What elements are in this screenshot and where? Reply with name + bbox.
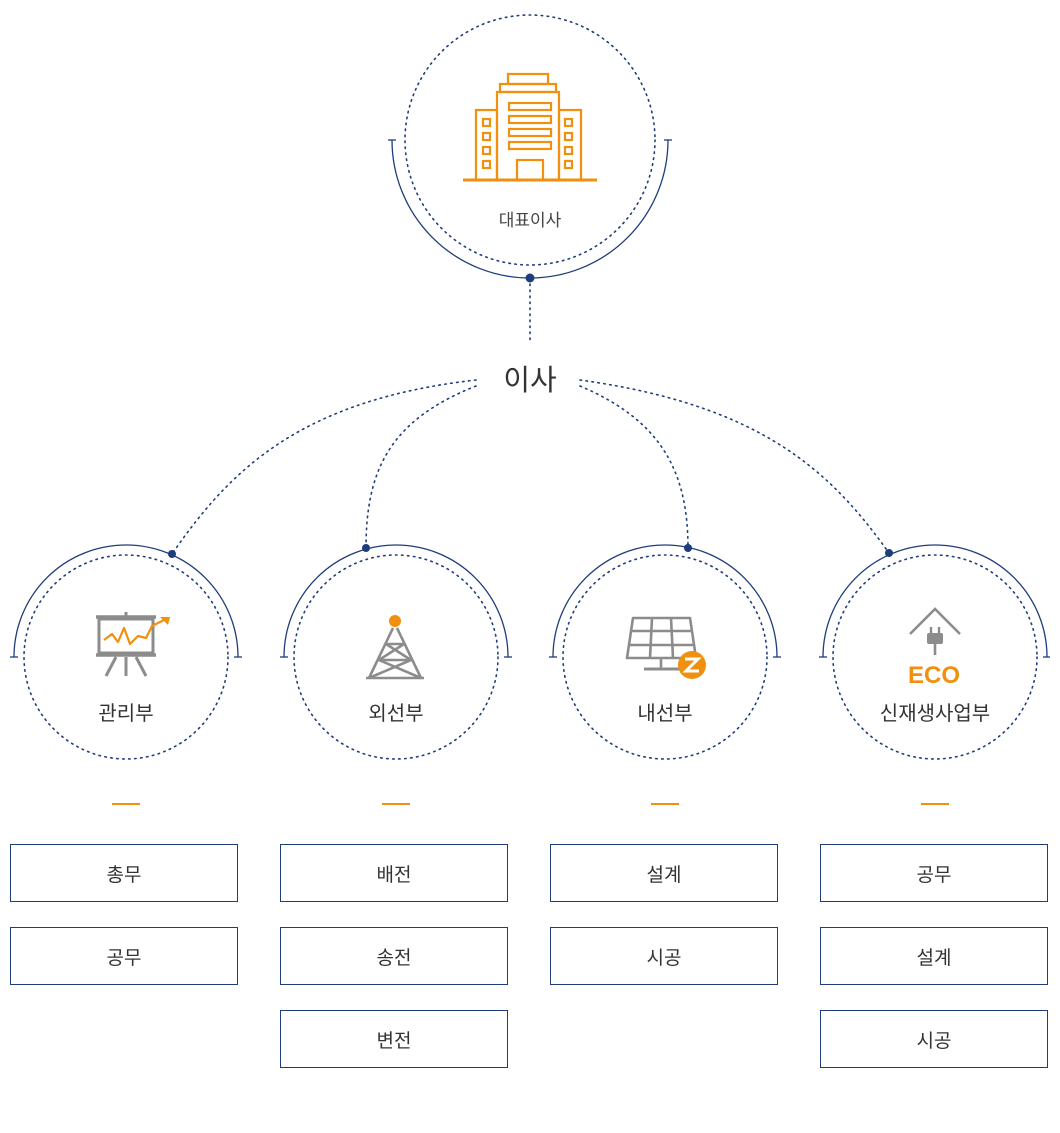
office-building-icon <box>463 72 597 182</box>
board-to-dept-4-line <box>579 379 890 554</box>
solar-panel-icon <box>625 616 706 679</box>
board-to-dept-2-line <box>365 385 477 549</box>
dept-node-1 <box>10 544 242 760</box>
dept-4-accent-dash <box>921 803 949 805</box>
team-box-inner-design[interactable]: 설계 <box>550 844 778 902</box>
board-to-dept-3-line <box>579 385 689 549</box>
team-box-renewable-design[interactable]: 설계 <box>820 927 1048 985</box>
team-box-renewable-public-works[interactable]: 공무 <box>820 844 1048 902</box>
dept-1-dotted-ring <box>23 554 229 760</box>
team-box-management-public-works[interactable]: 공무 <box>10 927 238 985</box>
dept-node-3 <box>549 544 781 760</box>
team-box-renewable-construction[interactable]: 시공 <box>820 1010 1048 1068</box>
team-box-outer-distribution[interactable]: 배전 <box>280 844 508 902</box>
ceo-dotted-ring <box>404 14 656 266</box>
dept-1-accent-dash <box>112 803 140 805</box>
dept-4-connector-dot <box>885 549 893 557</box>
dept-2-dotted-ring <box>293 554 499 760</box>
presentation-chart-icon <box>96 612 170 677</box>
dept-2-accent-dash <box>382 803 410 805</box>
dept-4-dotted-ring <box>832 554 1038 760</box>
ceo-label: 대표이사 <box>498 211 562 231</box>
dept-3-dotted-ring <box>562 554 768 760</box>
dept-3-connector-dot <box>684 544 692 552</box>
ceo-node <box>388 14 672 283</box>
transmission-tower-icon <box>366 615 424 680</box>
team-box-outer-transmission[interactable]: 송전 <box>280 927 508 985</box>
dept-1-connector-dot <box>168 550 176 558</box>
dept-4-label: 신재생사업부 <box>879 701 991 725</box>
eco-text: ECO <box>908 662 960 689</box>
dept-1-label: 관리부 <box>98 701 154 725</box>
dept-1-solid-arc <box>13 544 239 658</box>
org-connectors <box>171 283 890 555</box>
team-box-outer-substation[interactable]: 변전 <box>280 1010 508 1068</box>
eco-plug-icon: ECO <box>908 607 961 689</box>
dept-3-solid-arc <box>552 544 778 658</box>
dept-node-4: ECO <box>819 544 1050 760</box>
dept-2-solid-arc <box>283 544 509 658</box>
dept-node-2 <box>280 544 512 760</box>
team-box-management-general-affairs[interactable]: 총무 <box>10 844 238 902</box>
dept-3-label: 내선부 <box>637 701 693 725</box>
dept-2-connector-dot <box>362 544 370 552</box>
board-to-dept-1-line <box>171 379 477 555</box>
dept-4-solid-arc <box>822 544 1048 658</box>
ceo-connector-dot <box>525 273 535 283</box>
dept-3-accent-dash <box>651 803 679 805</box>
dept-2-label: 외선부 <box>368 701 424 725</box>
team-box-inner-construction[interactable]: 시공 <box>550 927 778 985</box>
board-label: 이사 <box>503 363 557 397</box>
